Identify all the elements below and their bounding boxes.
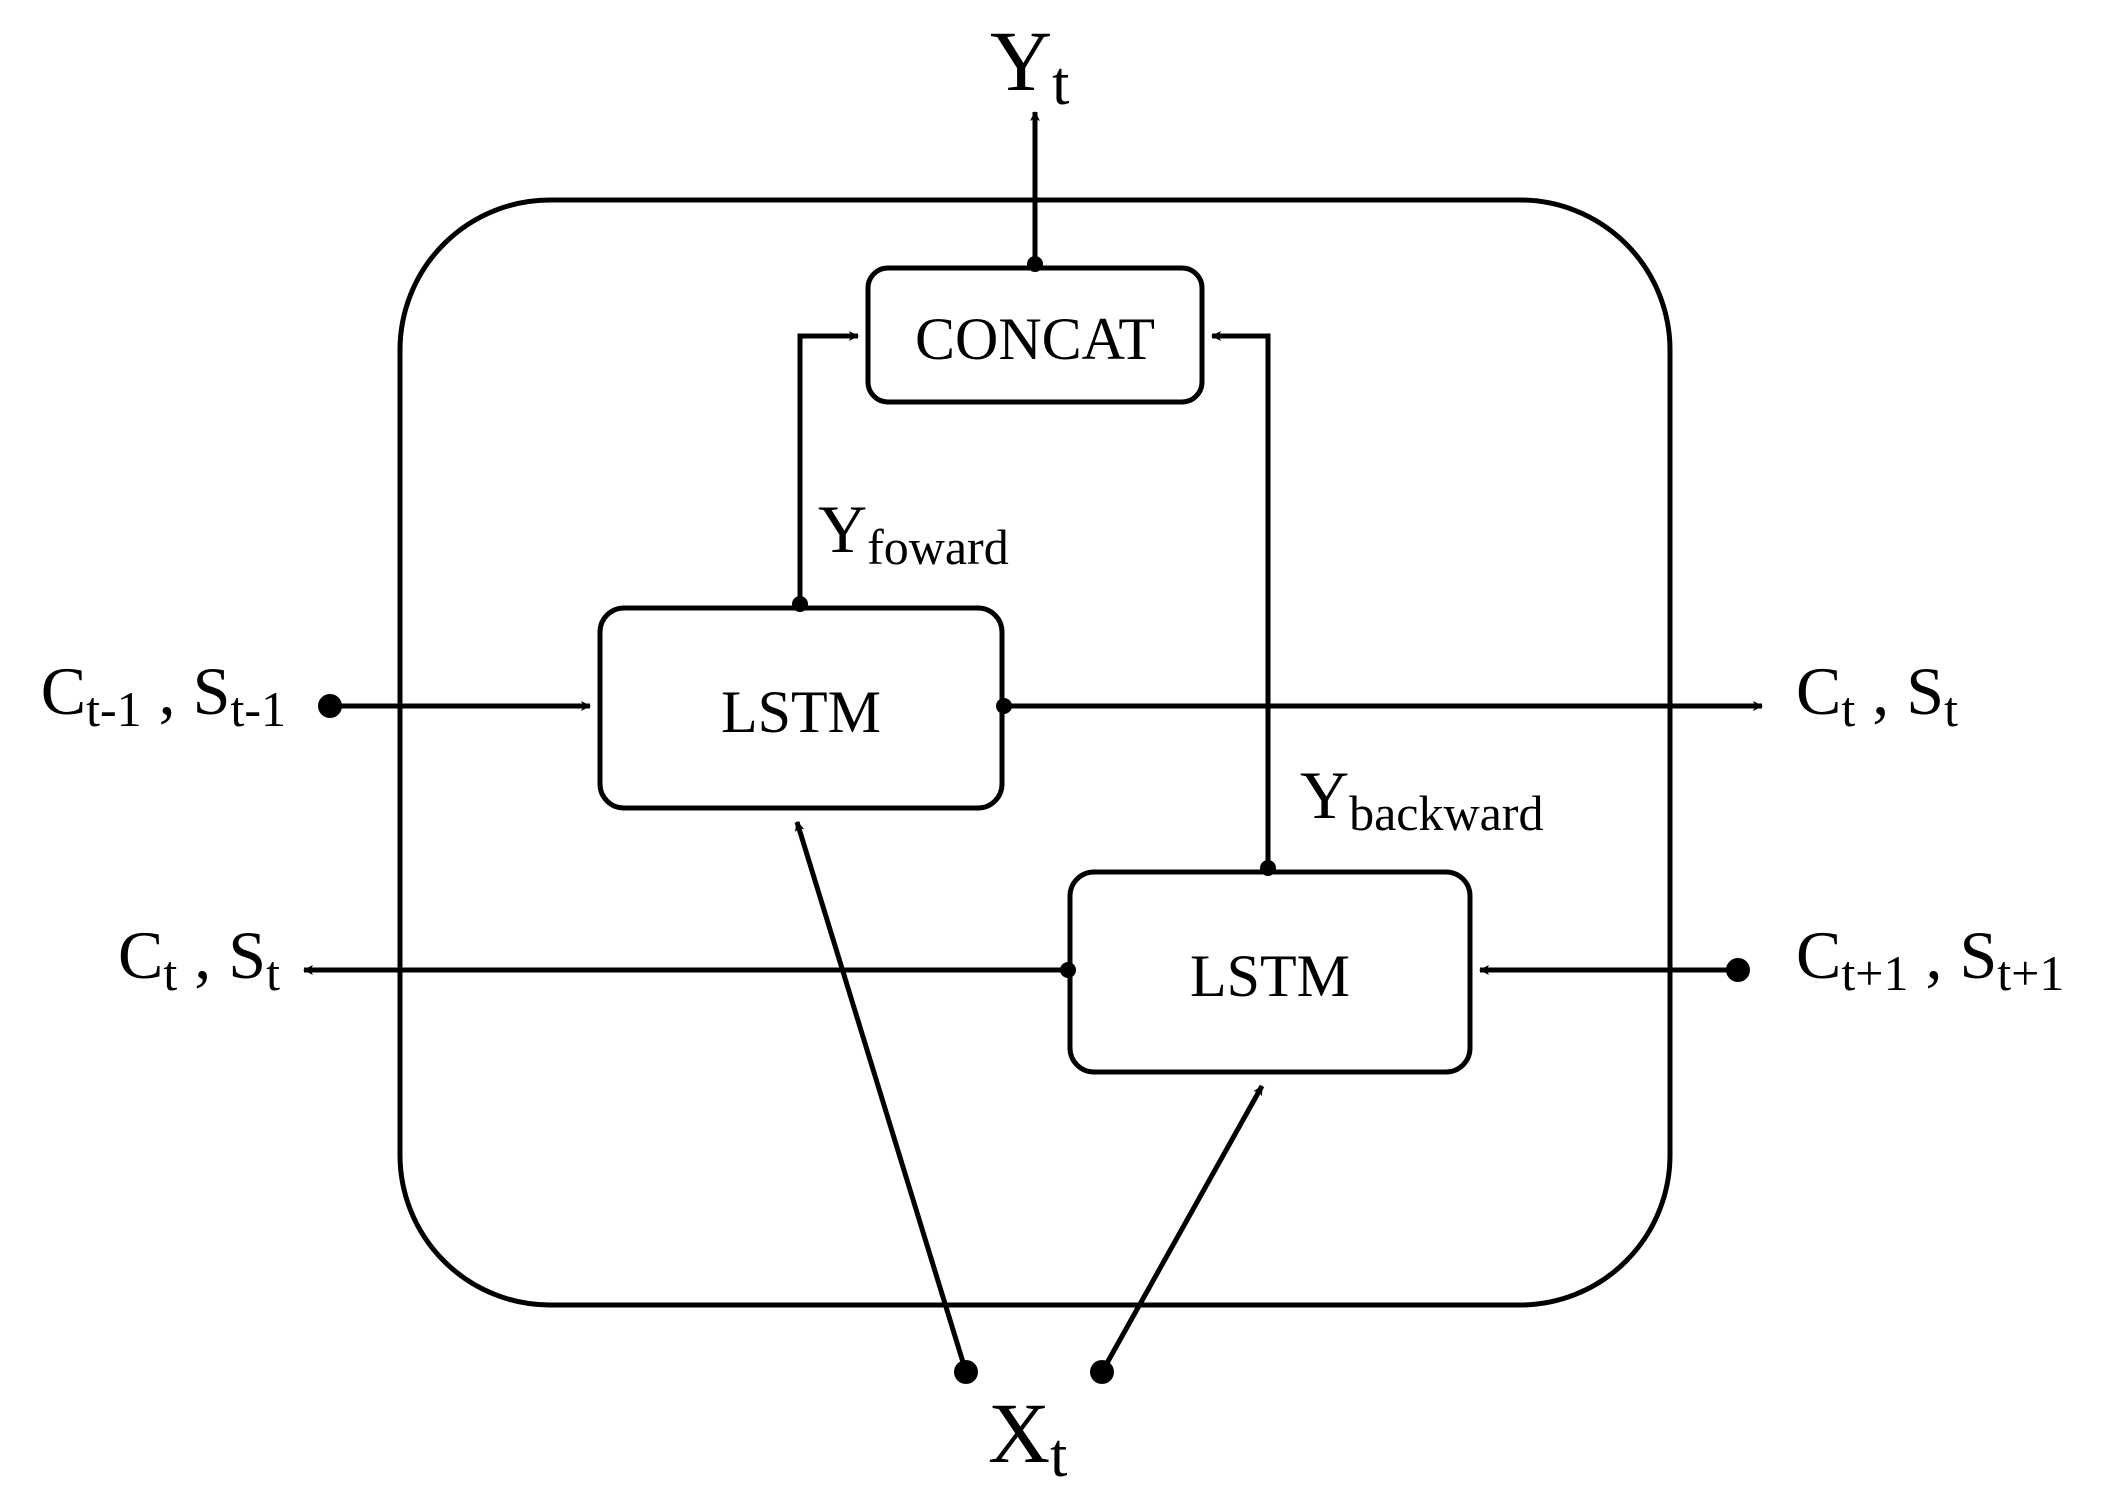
label-y-t: Yt — [990, 13, 1069, 118]
edge-xt-to-lstm-backward — [1099, 1084, 1265, 1374]
lstm-backward-label: LSTM — [1190, 943, 1350, 1009]
edge-xt-to-lstm-forward — [794, 821, 969, 1373]
label-bwd-state-out: Ct , St — [118, 917, 280, 1001]
edge-yforward-to-concat — [797, 331, 859, 602]
dot-lstm-backward-top — [1260, 860, 1276, 876]
dot-lstm-forward-right — [996, 698, 1012, 714]
label-x-t: Xt — [988, 1385, 1067, 1490]
dot-fwd-state-source — [318, 694, 342, 718]
dot-xt-left — [954, 1360, 978, 1384]
label-fwd-state-in: Ct-1 , St-1 — [41, 653, 286, 737]
label-fwd-state-out: Ct , St — [1796, 653, 1958, 737]
dot-lstm-backward-left — [1060, 962, 1076, 978]
lstm-forward-label: LSTM — [721, 679, 881, 745]
label-y-backward: Ybackward — [1300, 757, 1543, 841]
dot-bwd-state-source — [1726, 958, 1750, 982]
dot-xt-right — [1090, 1360, 1114, 1384]
label-y-forward: Yfoward — [818, 491, 1009, 575]
edge-ybackward-to-concat — [1211, 331, 1271, 866]
dot-lstm-forward-top — [792, 596, 808, 612]
concat-label: CONCAT — [915, 306, 1155, 372]
dot-concat-out — [1027, 256, 1043, 272]
label-bwd-state-in: Ct+1 , St+1 — [1796, 917, 2064, 1001]
